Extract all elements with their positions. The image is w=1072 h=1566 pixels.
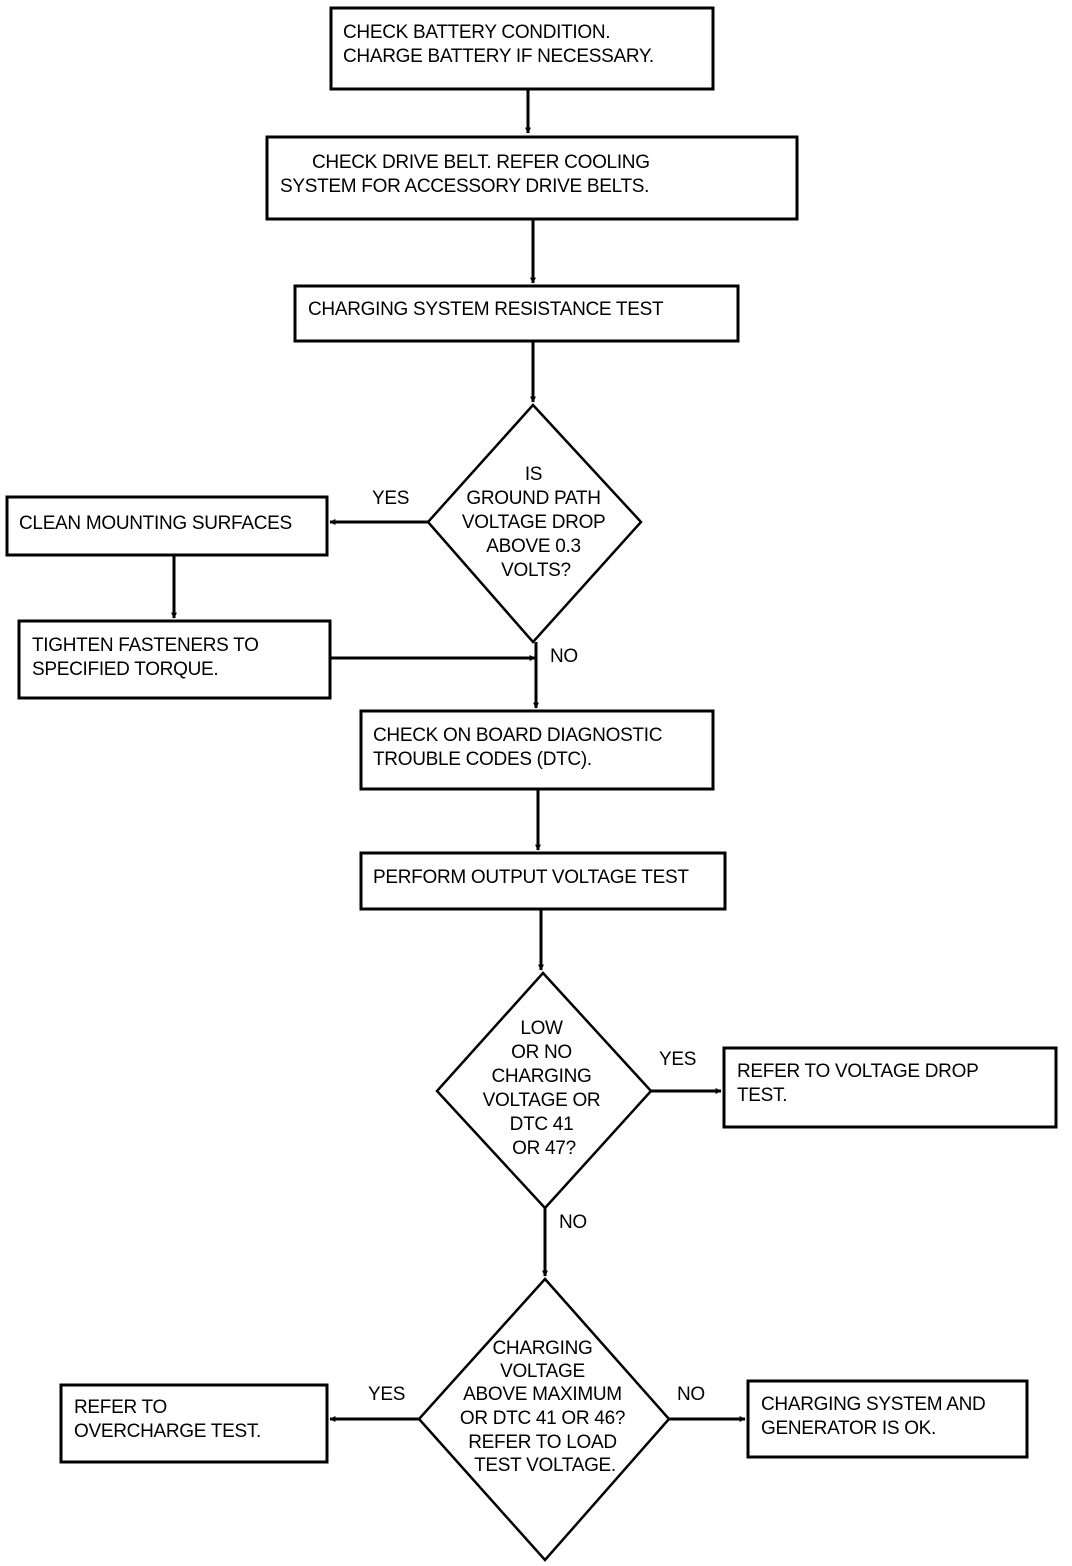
decision-voltage-above-maximum: CHARGING VOLTAGE ABOVE MAXIMUM OR DTC 41… bbox=[417, 1277, 671, 1562]
step-system-ok-text: CHARGING SYSTEM AND GENERATOR IS OK. bbox=[761, 1394, 990, 1439]
label-low-no: NO bbox=[559, 1212, 587, 1233]
step-refer-overcharge-text: REFER TO OVERCHARGE TEST. bbox=[74, 1397, 261, 1442]
connectors bbox=[171, 89, 746, 1422]
step-resistance-test: CHARGING SYSTEM RESISTANCE TEST bbox=[293, 284, 740, 343]
label-low-yes: YES bbox=[659, 1049, 696, 1070]
decision-above-maximum-text: CHARGING VOLTAGE ABOVE MAXIMUM OR DTC 41… bbox=[460, 1338, 630, 1476]
decision-low-charging-text: LOW OR NO CHARGING VOLTAGE OR DTC 41 OR … bbox=[483, 1018, 606, 1159]
step-refer-overcharge: REFER TO OVERCHARGE TEST. bbox=[59, 1383, 329, 1464]
decision-ground-path-voltage-drop: IS GROUND PATH VOLTAGE DROP ABOVE 0.3 VO… bbox=[426, 403, 643, 644]
step-tighten-fasteners-text: TIGHTEN FASTENERS TO SPECIFIED TORQUE. bbox=[32, 635, 264, 680]
step-tighten-fasteners: TIGHTEN FASTENERS TO SPECIFIED TORQUE. bbox=[17, 619, 332, 700]
step-check-dtc: CHECK ON BOARD DIAGNOSTIC TROUBLE CODES … bbox=[359, 709, 715, 791]
step-clean-mounting-surfaces: CLEAN MOUNTING SURFACES bbox=[5, 495, 329, 557]
step-clean-mounting-surfaces-text: CLEAN MOUNTING SURFACES bbox=[19, 513, 292, 534]
step-check-drive-belt: CHECK DRIVE BELT. REFER COOLING SYSTEM F… bbox=[265, 135, 799, 221]
step-output-voltage-test: PERFORM OUTPUT VOLTAGE TEST bbox=[359, 851, 727, 911]
step-output-voltage-test-text: PERFORM OUTPUT VOLTAGE TEST bbox=[373, 867, 689, 888]
step-check-battery-text: CHECK BATTERY CONDITION. CHARGE BATTERY … bbox=[343, 22, 654, 67]
branch-labels: YES NO YES NO YES NO bbox=[368, 488, 705, 1405]
label-ground-no: NO bbox=[550, 646, 578, 667]
label-ground-yes: YES bbox=[372, 488, 409, 509]
step-system-ok: CHARGING SYSTEM AND GENERATOR IS OK. bbox=[746, 1379, 1029, 1459]
step-refer-voltage-drop: REFER TO VOLTAGE DROP TEST. bbox=[722, 1046, 1058, 1129]
step-check-drive-belt-text: CHECK DRIVE BELT. REFER COOLING SYSTEM F… bbox=[280, 152, 655, 197]
decision-ground-path-text: IS GROUND PATH VOLTAGE DROP ABOVE 0.3 VO… bbox=[462, 464, 610, 581]
label-max-no: NO bbox=[677, 1384, 705, 1405]
step-check-battery: CHECK BATTERY CONDITION. CHARGE BATTERY … bbox=[329, 6, 715, 91]
step-refer-voltage-drop-text: REFER TO VOLTAGE DROP TEST. bbox=[737, 1061, 983, 1106]
label-max-yes: YES bbox=[368, 1384, 405, 1405]
step-resistance-test-text: CHARGING SYSTEM RESISTANCE TEST bbox=[308, 299, 664, 320]
decision-low-charging-voltage: LOW OR NO CHARGING VOLTAGE OR DTC 41 OR … bbox=[435, 971, 653, 1210]
step-check-dtc-text: CHECK ON BOARD DIAGNOSTIC TROUBLE CODES … bbox=[373, 725, 667, 770]
